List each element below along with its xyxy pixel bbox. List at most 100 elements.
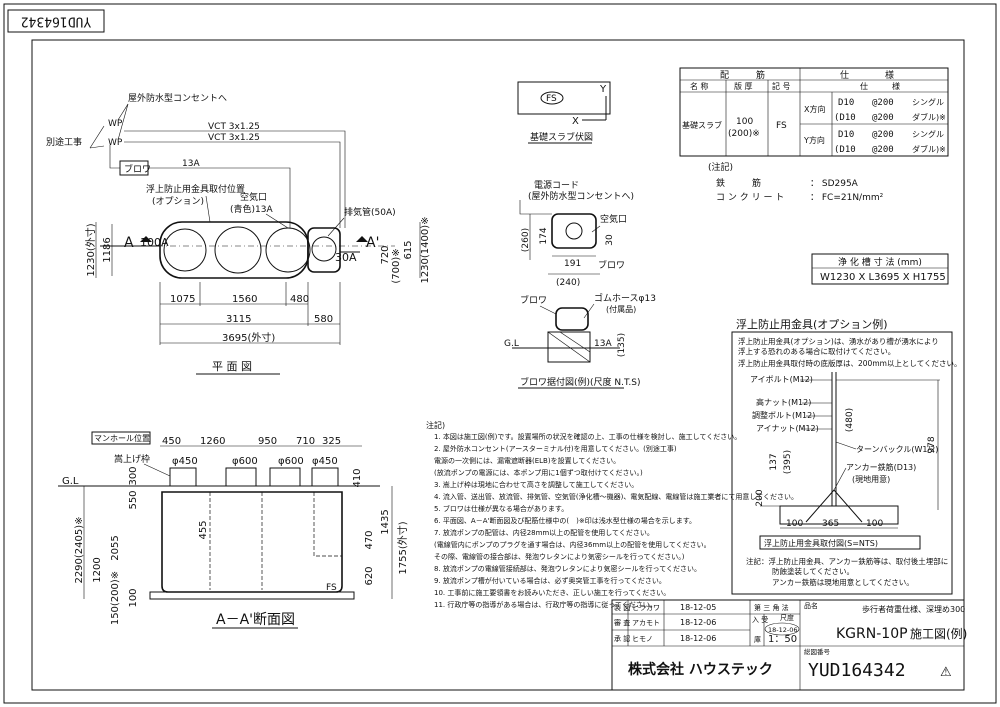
section-dim-2290: 2290(2405)※: [74, 516, 85, 583]
section-dim-2055: 2055: [110, 535, 121, 560]
spec-table: 配 筋 仕 様 名 称 版 厚 記 号 仕 様 基礎スラブ 100 (200)※…: [679, 67, 949, 203]
tb-r1-name: ヒラカワ: [632, 604, 660, 612]
plan-section-a: A: [124, 235, 134, 251]
float-panel-frame: [731, 331, 953, 595]
blower-base-hatch-2: [559, 331, 591, 353]
plan-separate-work: 別途工事: [46, 136, 82, 148]
note-item: 5. ブロワは仕様が異なる場合があります。: [434, 504, 568, 513]
plan-dim-1230: 1230(外寸): [84, 223, 97, 276]
dims-box-value: W1230 X L3695 X H1755: [820, 272, 946, 283]
section-pump-chamber: [313, 491, 343, 557]
blower-label: ブロワ: [598, 259, 625, 271]
dims-box-title: 浄 化 槽 寸 法 (mm): [838, 256, 922, 268]
tb-product-type: 施工図(例): [910, 627, 967, 641]
float-note-1: 注記：浮上防止用金具、アンカー鉄筋等は、取付後土埋部に: [746, 556, 948, 566]
note-item: 4. 流入管、送出管、放流管、排気管、空気管(浄化槽～機器)、電気配線、電線管は…: [434, 492, 798, 501]
section-riser-3: [269, 467, 301, 487]
spec-row-bar: (D10: [834, 113, 856, 123]
note-item: 6. 平面図、A－A'断面図及び配筋仕様中の( )※印は浅水型仕様の場合を示しま…: [434, 516, 696, 525]
note-item: 11. 行政庁等の指導がある場合は、行政庁等の指導に従ってください。: [434, 600, 657, 609]
plan-inlet-size: 100A: [140, 236, 169, 249]
tb-product-desc: 歩行者荷重仕様、深埋め300: [862, 604, 965, 614]
spec-thick: 100: [736, 117, 753, 127]
plan-air-vent: 空気口: [240, 191, 267, 203]
tb-r2-date: 18-12-06: [680, 618, 716, 627]
float-desc-2: 浮上する恐れのある場合に取付けてください。: [738, 346, 895, 356]
note-item: 2. 屋外防水コンセント(アースターミナル付)を用意してください。(別途工事): [434, 444, 677, 453]
blower-dim-174: 174: [539, 227, 549, 244]
spec-row-type: シングル: [912, 97, 944, 107]
drawing-number-tab: [7, 9, 105, 33]
spec-note-title: (注記): [708, 161, 733, 173]
base-slab-fs-bubble: [540, 91, 564, 105]
section-dim-325: 325: [322, 436, 341, 447]
spec-head-shiyo: 仕 様: [840, 69, 894, 81]
outer-border: [3, 3, 997, 704]
spec-table-frame: [679, 67, 949, 157]
tb-scale-label: 尺度: [780, 613, 794, 622]
spec-col-spec: 仕 様: [860, 81, 900, 91]
inner-border: [31, 39, 965, 691]
spec-row-type: シングル: [912, 129, 944, 139]
section-pipe-600a: φ600: [232, 456, 258, 467]
spec-thick-2: (200)※: [728, 129, 760, 139]
tb-r2-name: アカモト: [632, 619, 660, 627]
plan-wp-2: WP: [108, 138, 123, 148]
tb-product: KGRN-10P: [836, 626, 908, 642]
section-riser-4: [311, 467, 339, 487]
blower-body-side: [555, 307, 589, 331]
note-item: 8. 放流ポンプの電線管接続部は、発泡ウレタンにより気密シールを行ってください。: [434, 564, 701, 573]
base-slab-rect: [517, 81, 611, 115]
tb-r2-role: 審 査: [614, 618, 630, 627]
plan-vct-2: VCT 3x1.25: [208, 133, 260, 143]
plan-dim-580: 580: [314, 314, 333, 325]
spec-row-type: ダブル)※: [912, 112, 946, 122]
tb-r1-date: 18-12-05: [680, 603, 716, 612]
float-high-nut: 高ナット(M12): [756, 397, 811, 407]
section-dim-410: 410: [352, 468, 363, 487]
spec-col-name: 名 称: [690, 81, 709, 91]
plan-air-vent-color: (青色)13A: [230, 203, 273, 215]
plan-tank-outline: [159, 221, 309, 279]
float-note-3: アンカー鉄筋は現地用意としてください。: [772, 577, 914, 587]
plan-manhole-1: [163, 228, 207, 272]
general-notes: 注記) 1. 本図は施工図(例)です。設置場所の状況を確認の上、工事の仕様を検討…: [426, 420, 798, 609]
plan-air-pipe: [148, 167, 291, 228]
plan-dim-1075: 1075: [170, 294, 195, 305]
plan-dim-1186: 1186: [102, 237, 113, 262]
section-dim-450a: 450: [162, 436, 181, 447]
spec-row-bar: D10: [838, 130, 854, 140]
float-dim-100a: 100: [786, 519, 803, 529]
dims-box-frame: [811, 253, 949, 285]
float-leader-turnbuckle: [835, 441, 857, 450]
plan-blower-cable: [109, 145, 120, 169]
section-dim-1260: 1260: [200, 436, 225, 447]
plan-leader-outlet-2: [117, 103, 129, 141]
spec-rebar-label: 鉄 筋: [716, 177, 761, 189]
section-riser-2: [225, 467, 257, 487]
blower-dim-30: 30: [605, 234, 615, 246]
tank-dimension-box: 浄 化 槽 寸 法 (mm) W1230 X L3695 X H1755: [811, 253, 949, 285]
section-gl: G.L: [62, 476, 79, 487]
warning-icon: ⚠: [940, 665, 952, 680]
spec-rebar-value: ： SD295A: [810, 179, 859, 189]
spec-head-haikin: 配 筋: [720, 69, 765, 81]
float-eye-nut: アイナット(M12): [756, 424, 819, 433]
float-anchor: アンカー鉄筋(D13): [846, 462, 916, 472]
plan-leader-vent: [265, 213, 289, 229]
plan-dim-480: 480: [290, 294, 309, 305]
note-item: 7. 放流ポンプの配管は、内径28mm以上の配管を使用してください。: [434, 528, 654, 537]
base-slab-y-label: Y: [599, 84, 607, 95]
tb-received: 入 受: [752, 615, 768, 624]
float-dim-978: 978: [927, 436, 937, 453]
plan-section-arrow-left: [140, 236, 152, 242]
note-item: (放流ポンプの電源には、本ポンプ用に1個ずつ取付けてください。): [434, 468, 643, 477]
plan-option: (オプション): [152, 196, 204, 207]
blower-dim-260: (260): [521, 228, 531, 252]
spec-row-bar: D10: [838, 98, 854, 108]
spec-concrete-value: ： FC=21N/mm²: [810, 193, 884, 203]
float-dim-480: (480): [845, 408, 855, 432]
tb-scale: 1：50: [768, 634, 797, 645]
tb-product-label: 品名: [804, 601, 818, 610]
